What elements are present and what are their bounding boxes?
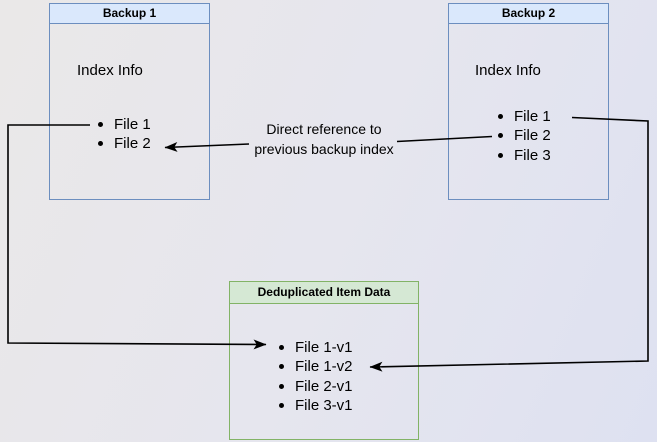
list-item: File 2 [498, 126, 551, 145]
list-item: File 2 [98, 134, 151, 153]
list-item: File 3 [498, 146, 551, 165]
bullet-icon [498, 133, 503, 139]
file-label: File 1-v2 [295, 358, 353, 376]
file-label: File 3-v1 [295, 397, 353, 415]
file-label: File 2 [514, 127, 551, 145]
bullet-icon [498, 114, 503, 120]
bullet-icon [279, 364, 284, 370]
list-item: File 3-v1 [279, 396, 353, 415]
bullet-icon [498, 152, 503, 158]
backup1-index-info-label: Index Info [77, 62, 143, 79]
bullet-icon [279, 345, 284, 351]
bullet-icon [279, 383, 284, 389]
bullet-icon [98, 122, 103, 128]
file-label: File 2 [114, 135, 151, 153]
file-label: File 1 [514, 108, 551, 126]
file-label: File 3 [514, 146, 551, 164]
backup1-node: Backup 1 [49, 3, 210, 200]
backup2-title: Backup 2 [449, 4, 608, 24]
direct-reference-annotation: Direct reference to previous backup inde… [244, 120, 404, 159]
list-item: File 2-v1 [279, 377, 353, 396]
annotation-line: previous backup index [254, 140, 394, 157]
backup2-file-list: File 1 File 2 File 3 [498, 107, 551, 165]
backup1-title: Backup 1 [50, 4, 209, 24]
backup1-file-list: File 1 File 2 [98, 115, 151, 154]
annotation-line: Direct reference to [266, 121, 382, 137]
file-label: File 1-v1 [295, 339, 353, 357]
list-item: File 1 [498, 107, 551, 126]
list-item: File 1 [98, 115, 151, 134]
dedup-item-list: File 1-v1 File 1-v2 File 2-v1 File 3-v1 [279, 338, 353, 415]
file-label: File 2-v1 [295, 377, 353, 395]
bullet-icon [279, 403, 284, 409]
backup2-node: Backup 2 [448, 3, 609, 200]
backup2-index-info-label: Index Info [475, 62, 541, 79]
file-label: File 1 [114, 116, 151, 134]
dedup-title: Deduplicated Item Data [230, 282, 418, 304]
bullet-icon [98, 141, 103, 147]
list-item: File 1-v1 [279, 338, 353, 357]
list-item: File 1-v2 [279, 357, 353, 376]
